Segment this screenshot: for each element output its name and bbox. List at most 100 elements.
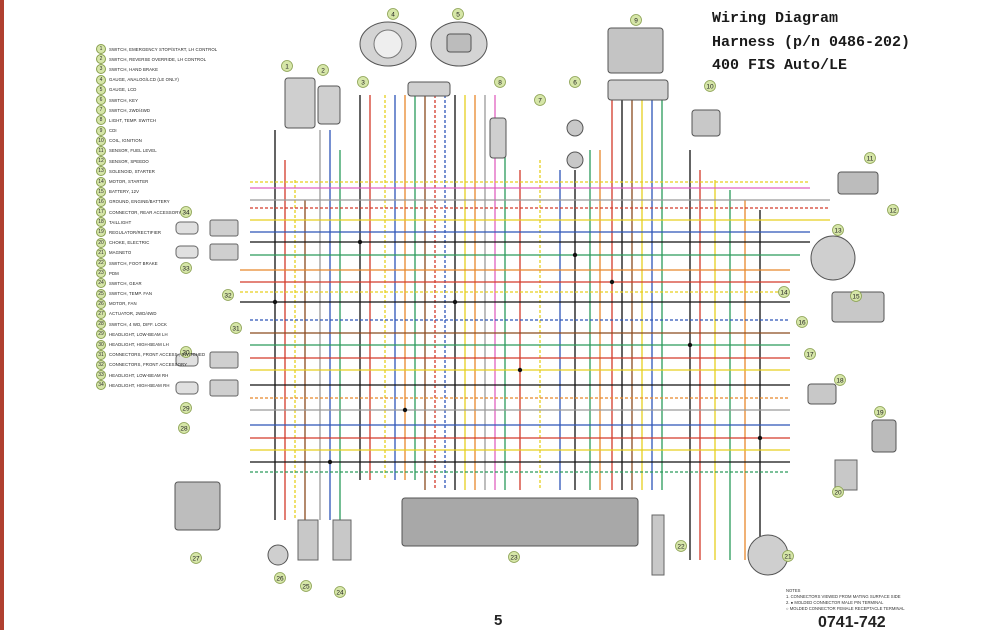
callout-11: 11 <box>864 152 876 164</box>
callout-22: 22 <box>675 540 687 552</box>
callout-5: 5 <box>452 8 464 20</box>
callout-circle <box>190 552 202 564</box>
callout-circle <box>281 60 293 72</box>
callout-number: 25 <box>302 583 310 590</box>
components-layer <box>174 21 897 576</box>
legend-label: SWITCH, GEAR <box>109 280 142 286</box>
callout-circle <box>675 540 687 552</box>
callout-number: 7 <box>538 97 542 104</box>
document-code: 0741-742 <box>818 614 886 631</box>
legend-label: SWITCH, KEY <box>109 97 139 103</box>
callout-circle <box>534 94 546 106</box>
legend-label: HEADLIGHT, HIGH-BEAM RH <box>109 382 170 388</box>
legend-label: CHOKE, ELECTRIC <box>109 240 150 246</box>
callout-number: 13 <box>834 227 842 234</box>
legend-number: 27 <box>96 308 106 319</box>
legend-number: 29 <box>96 329 106 340</box>
callout-27: 27 <box>190 552 202 564</box>
legend-number: 11 <box>96 145 106 156</box>
legend-number: 17 <box>96 207 106 218</box>
legend-label: GAUGE, LCD <box>109 87 137 93</box>
legend-number: 30 <box>96 339 106 350</box>
headlight-connector <box>209 243 239 261</box>
temp-light-switch <box>489 117 507 159</box>
legend-label: MOTOR, FAN <box>109 301 137 307</box>
notes-heading: NOTES <box>786 588 801 593</box>
callout-2: 2 <box>317 64 329 76</box>
gear-switch <box>297 519 319 561</box>
headlight-bulb <box>175 381 199 395</box>
diagram-title: Wiring Diagram <box>712 10 839 27</box>
callout-circle <box>850 290 862 302</box>
legend-number: 3 <box>96 64 106 75</box>
callout-20: 20 <box>832 486 844 498</box>
callout-number: 1 <box>285 63 289 70</box>
callout-1: 1 <box>281 60 293 72</box>
callout-21: 21 <box>782 550 794 562</box>
legend-label: BATTERY, 12V <box>109 189 140 195</box>
legend-label: LIGHT, TEMP. SWITCH <box>109 117 157 123</box>
legend-number: 15 <box>96 186 106 197</box>
callout-number: 34 <box>182 209 190 216</box>
callout-29: 29 <box>180 402 192 414</box>
callout-circle <box>222 289 234 301</box>
splice-dot <box>572 252 578 258</box>
callout-circle <box>832 224 844 236</box>
headlight-connector <box>209 379 239 397</box>
legend-number: 8 <box>96 115 106 126</box>
foot-brake-switch <box>651 514 665 576</box>
callout-34: 34 <box>180 206 192 218</box>
callout-circle <box>630 14 642 26</box>
splice-dot <box>609 279 615 285</box>
callout-18: 18 <box>834 374 846 386</box>
pdm-module <box>401 497 639 547</box>
callout-circle <box>300 580 312 592</box>
actuator-2wd-4wd <box>174 481 221 531</box>
legend-label: SWITCH, HAND BRAKE <box>109 66 159 72</box>
callout-3: 3 <box>357 76 369 88</box>
splice-dot <box>402 407 408 413</box>
legend-label: HEADLIGHT, LOW-BEAM LH <box>109 331 168 337</box>
legend-number: 14 <box>96 176 106 187</box>
legend-label: SWITCH, EMERGENCY STOP/START, LH CONTROL <box>109 46 218 52</box>
page-edge <box>0 0 4 630</box>
callout-circle <box>887 204 899 216</box>
legend-label: GROUND, ENGINE/BATTERY <box>109 199 170 205</box>
key-switch <box>566 119 584 137</box>
wires-layer <box>240 95 830 560</box>
cdi-unit <box>607 27 664 74</box>
splice-dot <box>687 342 693 348</box>
legend-label: SWITCH, TEMP. FAN <box>109 291 153 297</box>
callout-number: 28 <box>180 425 188 432</box>
splice-dot <box>272 299 278 305</box>
callout-14: 14 <box>778 286 790 298</box>
diagram-harness: Harness (p/n 0486-202) <box>712 34 911 51</box>
legend-label: SENSOR, SPEEDO <box>109 158 149 164</box>
ignition-coil <box>691 109 721 137</box>
callout-circle <box>704 80 716 92</box>
legend-number: 6 <box>96 95 106 106</box>
legend-label: CONNECTORS, FRONT ACCESS., SWITCHED <box>109 352 206 358</box>
regulator-rectifier <box>871 419 897 453</box>
legend-label: MAGNETO <box>109 250 132 256</box>
callout-19: 19 <box>874 406 886 418</box>
electric-choke <box>834 459 858 491</box>
callout-number: 12 <box>889 207 897 214</box>
callout-circle <box>180 262 192 274</box>
legend-number: 28 <box>96 319 106 330</box>
legend-label: COIL, IGNITION <box>109 138 142 144</box>
callout-circle <box>508 551 520 563</box>
legend-label: GAUGE, ANALOG/LCD (LE ONLY) <box>109 77 179 83</box>
